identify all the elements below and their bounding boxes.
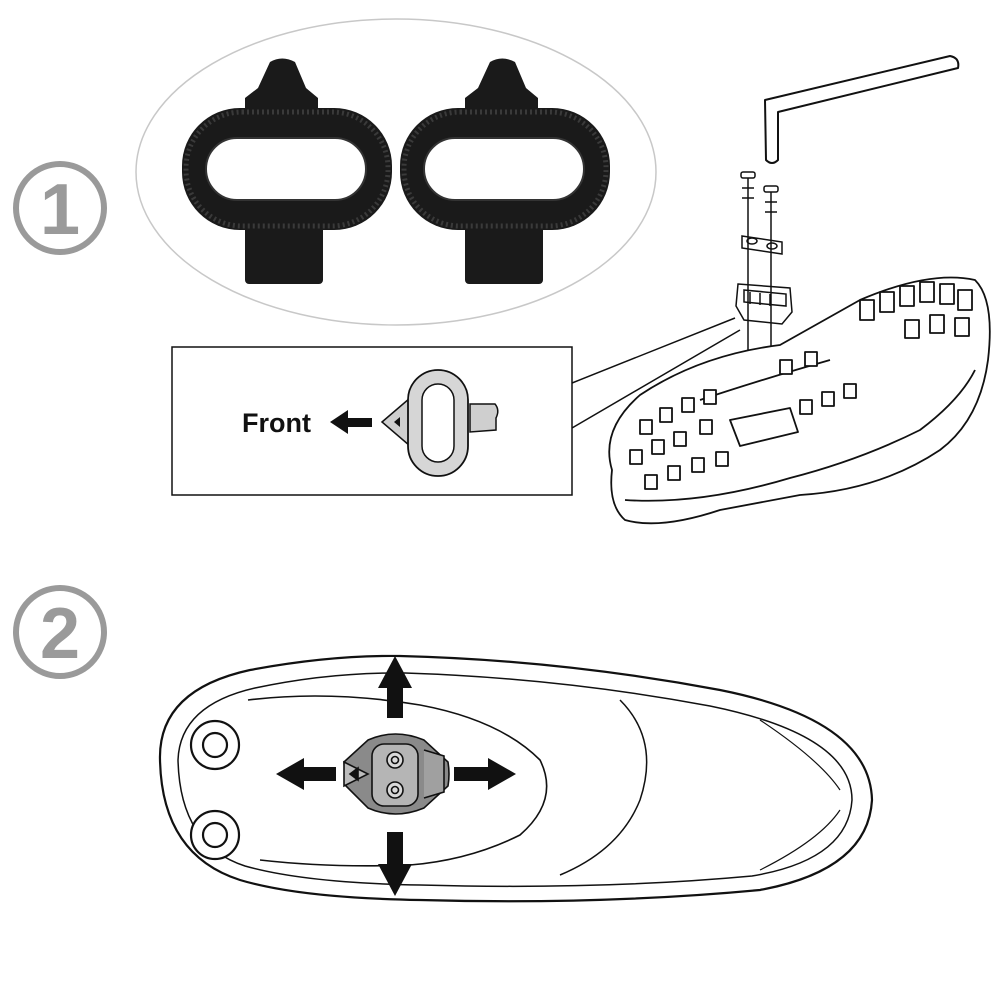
adjustment-arrows — [276, 656, 516, 896]
cleat-bolt-icon — [386, 751, 404, 769]
left-arrow-icon — [330, 410, 372, 434]
screws-group — [735, 171, 793, 410]
right-arrow-icon — [454, 758, 516, 790]
callout-leader-lines — [571, 317, 741, 429]
front-direction-callout: Front — [171, 346, 573, 496]
cleat-exploded-icon — [735, 283, 793, 325]
left-arrow-icon — [276, 758, 336, 790]
down-arrow-icon — [378, 832, 412, 896]
cleat-bolt-icon — [386, 781, 404, 799]
step-1-badge: 1 — [13, 161, 107, 255]
cleat-right — [400, 58, 610, 284]
tread-blocks-front — [629, 351, 857, 490]
step-2-number: 2 — [40, 594, 80, 674]
screw-icon — [763, 185, 779, 228]
cleat-left — [182, 58, 392, 284]
front-label: Front — [242, 408, 311, 438]
allen-key-icon — [764, 55, 960, 164]
heel-studs — [189, 719, 241, 861]
screw-icon — [740, 171, 756, 214]
tread-blocks-rear — [859, 281, 973, 339]
step-2-badge: 2 — [13, 585, 107, 679]
cleat-top-view — [380, 369, 499, 477]
washer-plate-icon — [741, 235, 783, 255]
shoe-side-view — [608, 276, 991, 525]
shoe-bottom-view — [158, 654, 874, 903]
cleat-bottom-view — [343, 733, 450, 815]
step-1-number: 1 — [40, 170, 80, 250]
up-arrow-icon — [378, 656, 412, 718]
product-cleats-group — [135, 18, 657, 326]
